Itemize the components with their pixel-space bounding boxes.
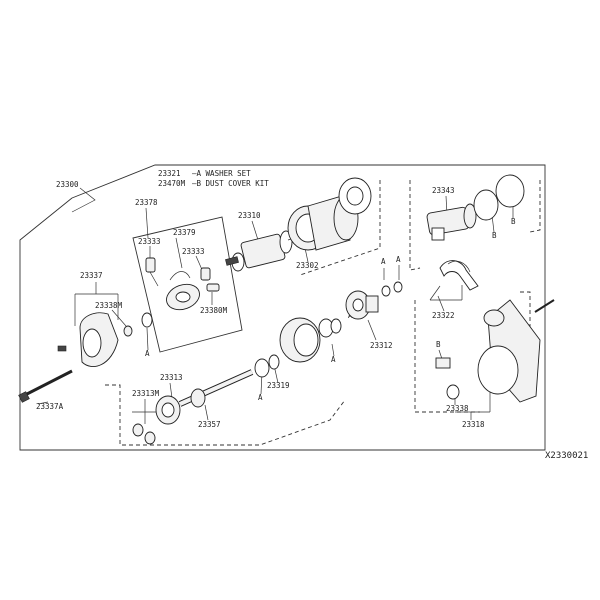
marker-b-3: B (436, 340, 441, 349)
legend-b-text: —B DUST COVER KIT (192, 179, 269, 188)
label-23337: 23337 (80, 271, 103, 280)
label-23337A: 23337A (36, 402, 64, 411)
through-bolt-23337A (18, 369, 73, 403)
label-23338M: 23338M (95, 301, 123, 310)
marker-b-2: B (511, 217, 516, 226)
assembly-leader (71, 187, 96, 213)
diagram-code: X2330021 (545, 451, 588, 461)
legend-b-code: 23470M (158, 179, 186, 188)
label-23313: 23313 (160, 373, 183, 382)
yoke-23302 (287, 195, 359, 251)
end-cover-23337 (57, 312, 153, 367)
switch-dash-frame (409, 180, 421, 271)
label-23333-b: 23333 (182, 247, 205, 256)
lever-23322 (439, 260, 479, 291)
label-23343: 23343 (432, 186, 455, 195)
front-housing-23318 (435, 299, 555, 403)
label-23313M: 23313M (132, 389, 160, 398)
marker-a-1: A (145, 349, 150, 358)
label-23357: 23357 (198, 420, 221, 429)
label-23312: 23312 (370, 341, 393, 350)
clutch-parts (279, 281, 403, 363)
label-23378: 23378 (135, 198, 158, 207)
label-23318: 23318 (462, 420, 485, 429)
label-23333-a: 23333 (138, 237, 161, 246)
label-23319: 23319 (267, 381, 290, 390)
label-23379: 23379 (173, 228, 196, 237)
brush-holder-23378 (145, 257, 220, 311)
label-23380M: 23380M (200, 306, 228, 315)
switch-23343 (426, 174, 525, 241)
switch-dash-frame-right (529, 180, 541, 233)
label-23310: 23310 (238, 211, 261, 220)
brush-holder-frame (132, 216, 243, 353)
label-23300: 23300 (56, 180, 79, 189)
label-23338: 23338 (446, 404, 469, 413)
legend-a-code: 23321 (158, 169, 181, 178)
marker-a-3: A (331, 355, 336, 364)
label-23322: 23322 (432, 311, 455, 320)
armature-dash-frame (299, 180, 381, 276)
housing-dash-frame-right (520, 291, 531, 330)
yoke-end-plate (338, 177, 372, 215)
label-23302: 23302 (296, 261, 319, 270)
shaft-and-planetary (132, 354, 280, 445)
marker-a-6: A (396, 255, 401, 264)
armature-23310 (225, 230, 301, 272)
marker-b-1: B (492, 231, 497, 240)
assembly-frame (19, 164, 546, 451)
marker-a-5: A (381, 257, 386, 266)
legend-a-text: —A WASHER SET (192, 169, 251, 178)
marker-a-2: A (258, 393, 263, 402)
